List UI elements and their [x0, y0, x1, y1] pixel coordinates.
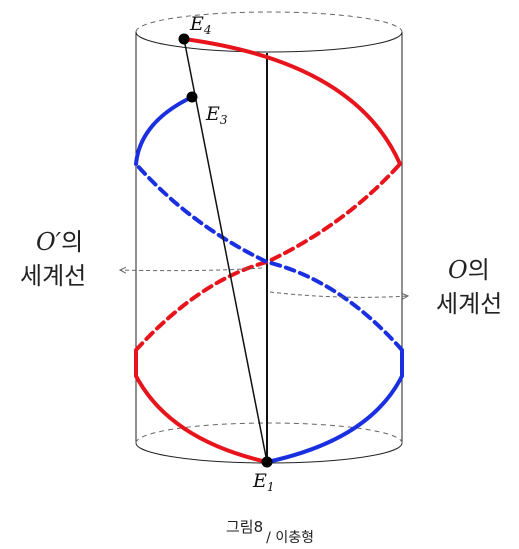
e4-point [178, 33, 190, 45]
cylinder-top-back-ellipse [135, 11, 403, 33]
e1-e4-line [183, 38, 268, 463]
cylinder-outline [135, 11, 403, 464]
caption-separator: / [266, 530, 275, 546]
o-prime-label-line2: 세계선 [20, 262, 86, 290]
e3-label: E3 [205, 103, 228, 127]
o-prime-world-line-label: O′의 세계선 [20, 228, 86, 290]
red-helix-lower-front [134, 350, 269, 464]
helix-curves [134, 37, 404, 464]
e4-label: E4 [189, 13, 212, 37]
o-prime-pointer-arrow [120, 268, 263, 271]
e1-label: E1 [252, 470, 275, 494]
o-label-line2: 세계선 [436, 290, 502, 318]
caption-author: 이충형 [275, 530, 314, 546]
o-world-line-label: O의 세계선 [436, 256, 502, 318]
e3-point [186, 91, 198, 103]
cylinder-bottom-back-ellipse [135, 422, 403, 444]
o-prime-label-line1: O′의 [36, 228, 83, 256]
caption-figure-number: 그림8 [226, 518, 263, 536]
o-label-line1: O의 [448, 256, 490, 284]
blue-helix-lower-front [265, 350, 404, 464]
figure-caption: 그림8/ 이충형 [226, 518, 314, 546]
o-pointer-arrow [269, 291, 408, 297]
cylinder-top-front-ellipse [135, 31, 403, 53]
blue-helix-back-dashed [134, 162, 404, 352]
red-helix-upper-front [182, 37, 402, 166]
e1-point [261, 456, 273, 468]
blue-helix-upper-front [134, 95, 194, 166]
